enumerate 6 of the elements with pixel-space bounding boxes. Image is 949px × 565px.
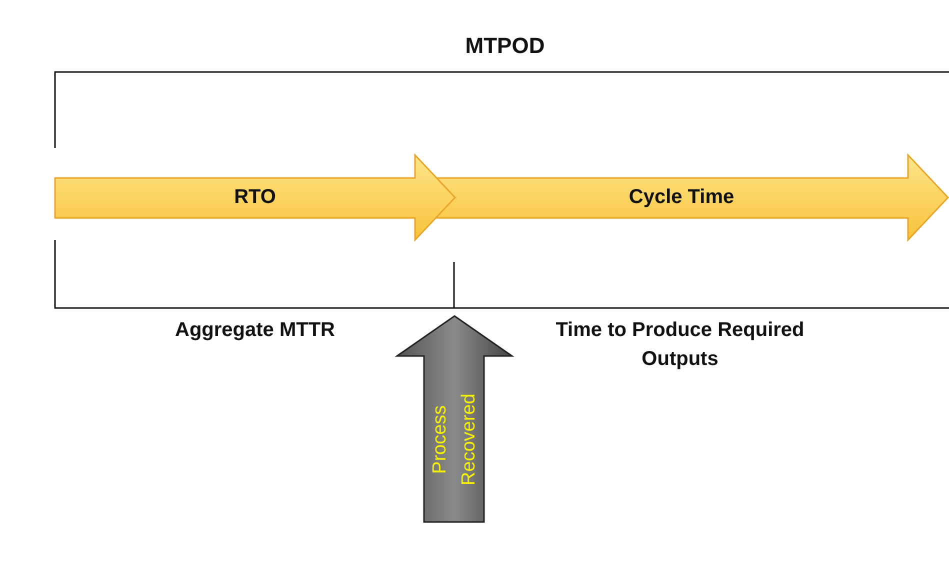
- arrow-label: Process Recovered: [428, 392, 480, 487]
- arrow-label: RTO: [234, 186, 276, 209]
- bracket-label: Time to Produce Required Outputs: [554, 318, 806, 372]
- arrow-label: Cycle Time: [628, 186, 734, 209]
- bracket-label: Aggregate MTTR: [174, 318, 336, 343]
- span-label: MTPOD: [464, 32, 546, 60]
